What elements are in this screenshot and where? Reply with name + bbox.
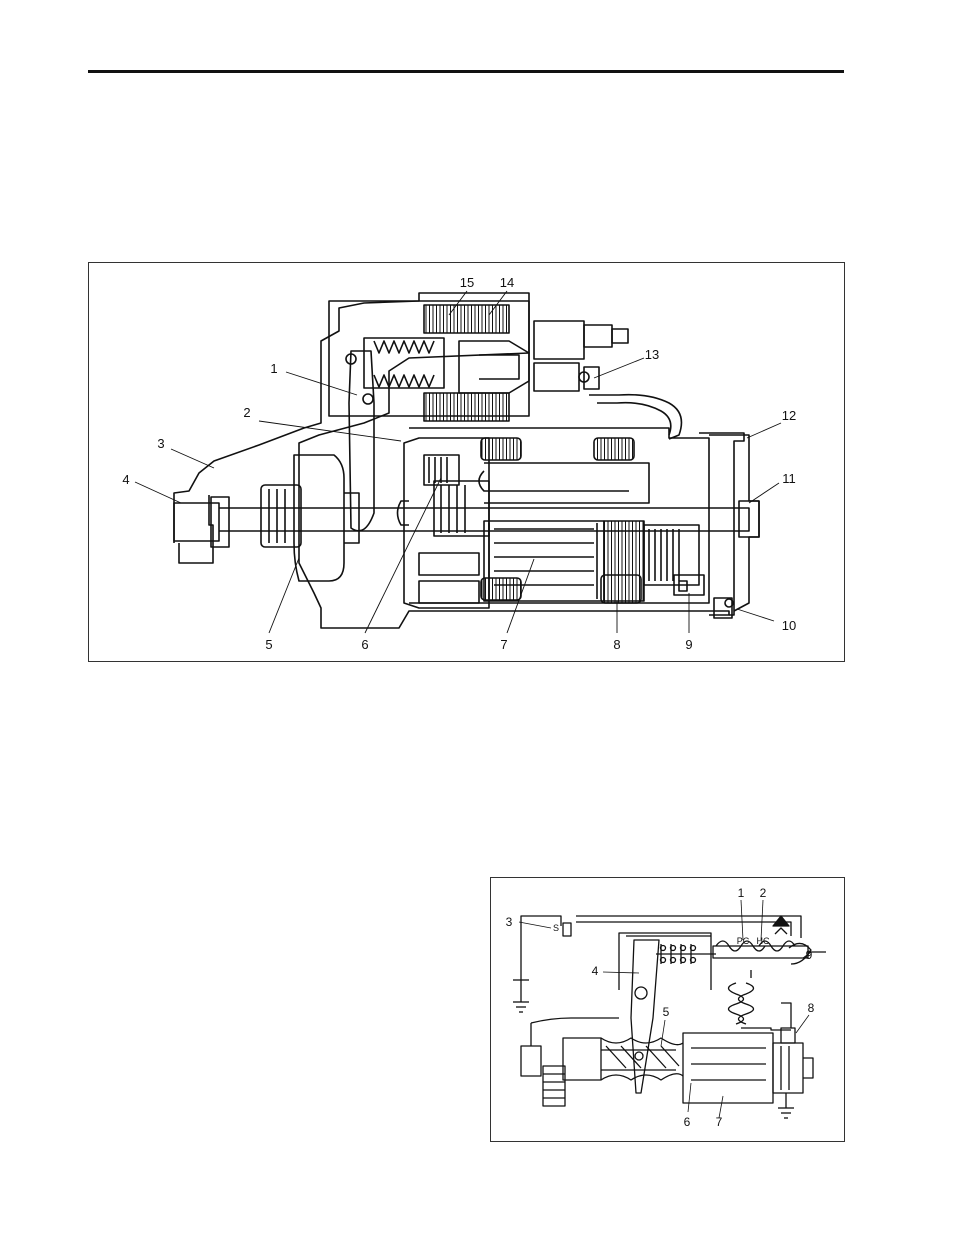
ground-symbol-left <box>513 979 529 1013</box>
brush <box>780 1027 796 1044</box>
schematic-callout-3: 3 <box>506 915 513 929</box>
drive-housing-inner <box>178 495 214 564</box>
callout-2: 2 <box>243 405 250 420</box>
header-rule <box>88 70 844 73</box>
solenoid-pull-in-coil <box>423 304 510 334</box>
field-coil-upper-right <box>593 437 635 461</box>
commutator <box>643 524 700 586</box>
callout-6: 6 <box>361 637 368 652</box>
ground-symbol-right <box>778 1093 794 1119</box>
commutator-end-frame <box>699 432 745 616</box>
field-winding <box>727 982 745 1025</box>
helical-spline <box>600 1037 684 1046</box>
mesh-spring <box>601 1049 676 1071</box>
schematic-callout-1: 1 <box>738 886 745 900</box>
callout-7: 7 <box>500 637 507 652</box>
starter-circuit-schematic-figure: 1 2 3 4 5 6 7 8 9 S PC HC <box>490 877 845 1142</box>
connector-strap <box>589 393 683 440</box>
motor-yoke <box>409 427 710 604</box>
solenoid-plunger <box>363 337 445 389</box>
pull-in-coil-tag: PC <box>737 936 750 946</box>
callout-15: 15 <box>460 275 474 290</box>
callout-11: 11 <box>782 471 796 486</box>
callout-3: 3 <box>157 436 164 451</box>
gear-housing <box>403 437 490 609</box>
shift-lever <box>630 939 660 1094</box>
starter-motor-cross-section-figure: 1 2 3 4 5 6 7 8 9 10 11 12 13 14 15 <box>88 262 845 662</box>
hold-in-coil-tag: HC <box>757 936 770 946</box>
callout-5: 5 <box>265 637 272 652</box>
shift-lever <box>348 350 375 532</box>
battery-feed-wire <box>520 915 562 966</box>
schematic-callout-2: 2 <box>760 886 767 900</box>
callout-8: 8 <box>613 637 620 652</box>
switch-terminal-s-tag: S <box>553 923 559 933</box>
figure2-callouts <box>518 899 812 1119</box>
schematic-callout-5: 5 <box>663 1005 670 1019</box>
switch-s-terminal <box>562 922 572 937</box>
callout-9: 9 <box>685 637 692 652</box>
schematic-callout-8: 8 <box>808 1001 815 1015</box>
schematic-callout-6: 6 <box>684 1115 691 1129</box>
field-connector <box>478 470 629 492</box>
drive-pinion <box>260 484 302 548</box>
overrunning-clutch <box>293 454 345 582</box>
overrunning-clutch <box>562 1037 602 1081</box>
schematic-callout-4: 4 <box>592 964 599 978</box>
starter-motor-cross-section-drawing <box>134 290 782 634</box>
callout-1: 1 <box>270 361 277 376</box>
shaft-nose <box>173 502 220 542</box>
hold-in-coil <box>758 940 796 952</box>
plunger-spring <box>373 340 435 354</box>
field-coil-lower-left <box>480 577 522 601</box>
figure1-callouts <box>134 290 782 634</box>
callout-4: 4 <box>122 472 129 487</box>
callout-10: 10 <box>782 618 796 633</box>
figure2-callout-labels: 1 2 3 4 5 6 7 8 9 S PC HC <box>506 886 815 1129</box>
callout-13: 13 <box>645 347 659 362</box>
contact-assembly <box>458 340 530 394</box>
contact-plate <box>788 942 812 965</box>
schematic-callout-9: 9 <box>806 948 813 962</box>
ring-gear <box>542 1065 566 1107</box>
solenoid-frame <box>618 932 712 990</box>
shaft-nose-step <box>210 496 230 548</box>
callout-12: 12 <box>782 408 796 423</box>
through-bolt <box>713 597 733 619</box>
starter-circuit-schematic-drawing <box>513 899 826 1119</box>
callout-14: 14 <box>500 275 514 290</box>
figure1-callout-labels: 1 2 3 4 5 6 7 8 9 10 11 12 13 14 15 <box>122 275 796 652</box>
field-coil-upper-left <box>480 437 522 461</box>
end-cover <box>709 434 760 612</box>
schematic-callout-7: 7 <box>716 1115 723 1129</box>
